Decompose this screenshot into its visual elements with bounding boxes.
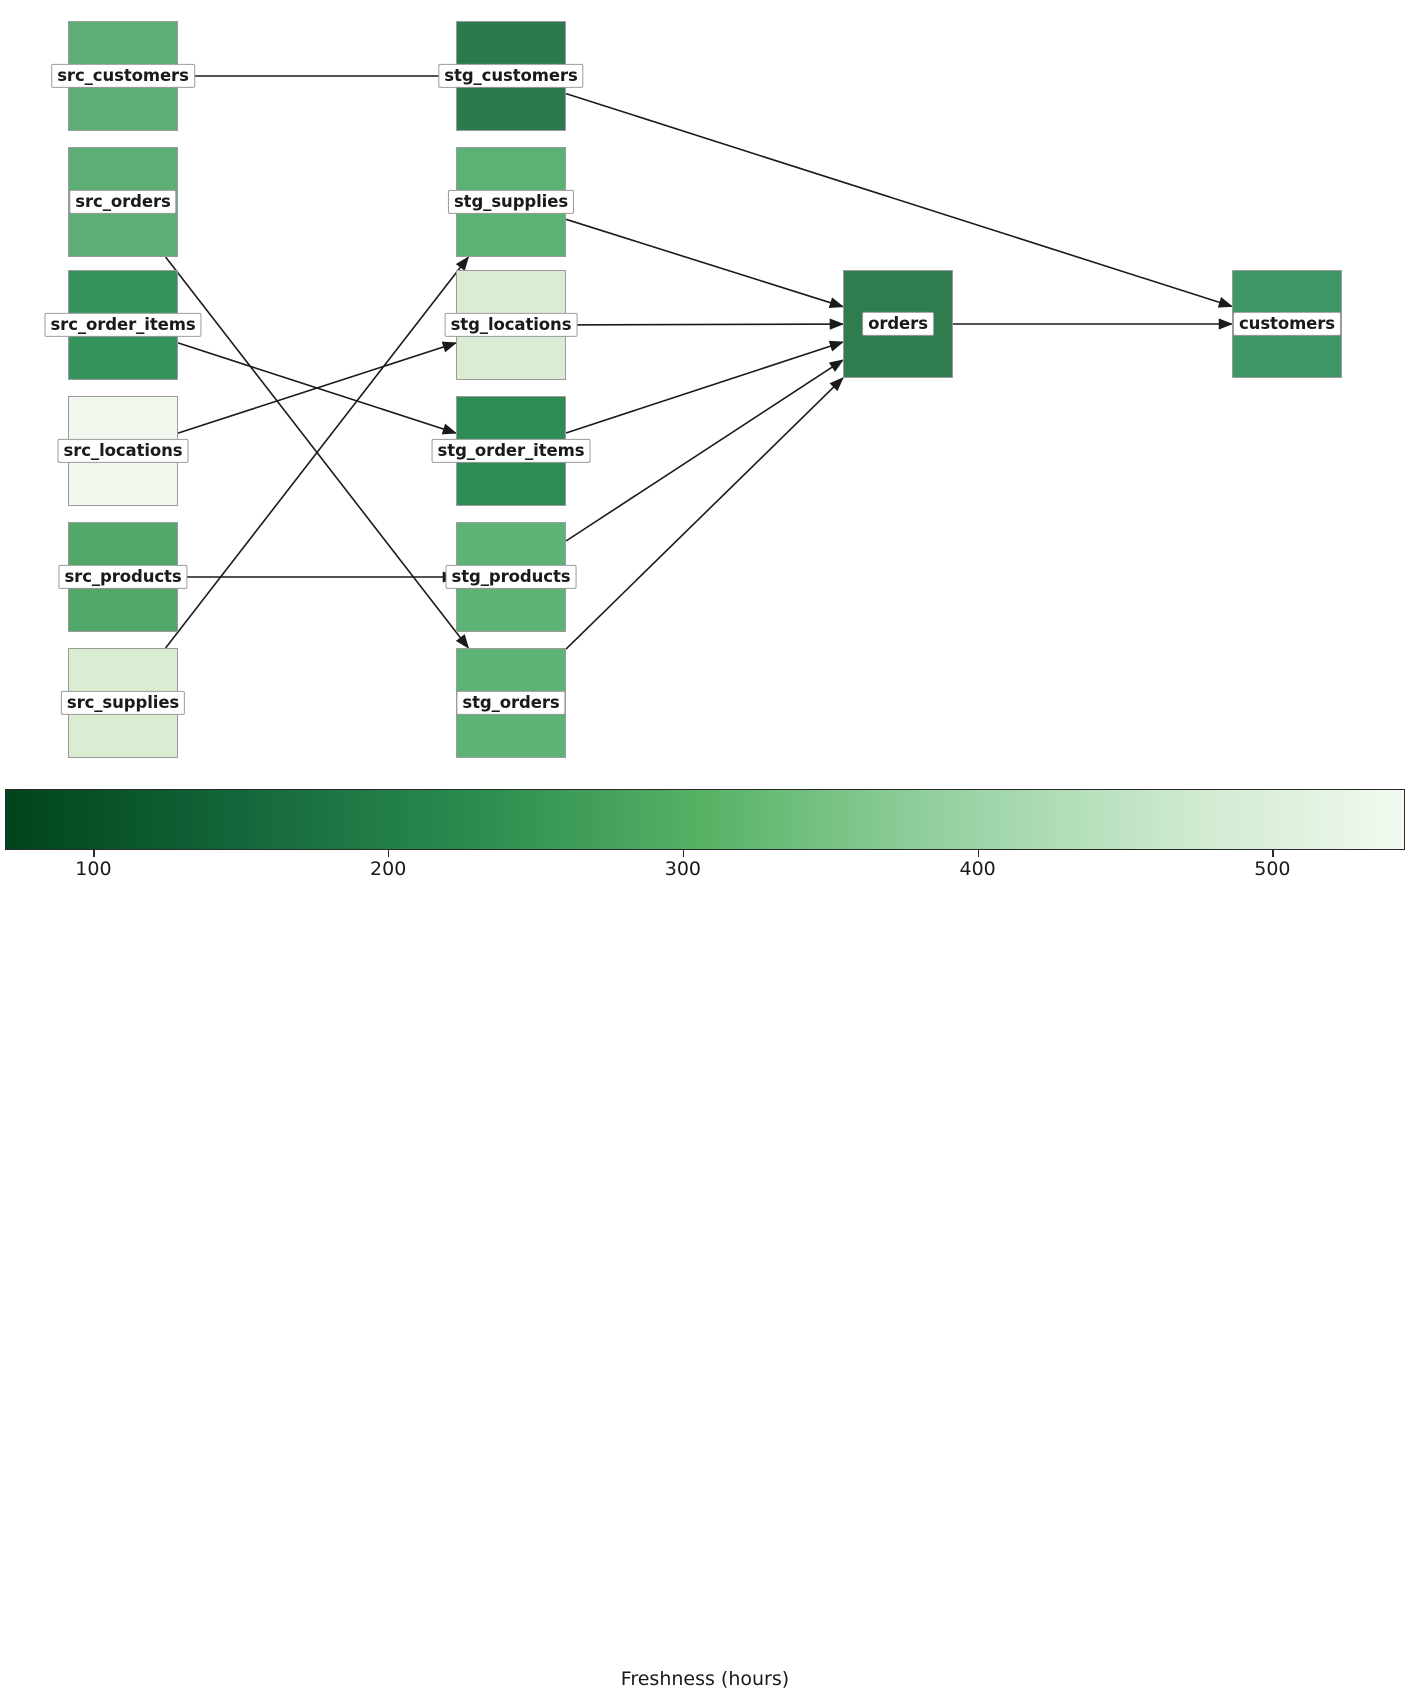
colorbar-tickmark (1272, 850, 1274, 857)
edge-stg_products-to-orders (565, 359, 844, 542)
colorbar-tickmark (977, 850, 979, 857)
colorbar-ticklabel: 200 (370, 858, 407, 880)
colorbar-tickmark (682, 850, 685, 857)
node-label-orders: orders (862, 311, 934, 337)
colorbar-ticklabel: 500 (1254, 858, 1291, 880)
node-label-src_customers: src_customers (51, 63, 195, 89)
colorbar-tickmark (388, 850, 390, 857)
node-label-src_locations: src_locations (57, 438, 189, 464)
node-label-customers: customers (1232, 311, 1342, 337)
colorbar-title: Freshness (hours) (620, 1668, 790, 1690)
node-label-stg_order_items: stg_order_items (431, 438, 591, 464)
colorbar-ticklabel: 100 (75, 858, 112, 880)
edge-stg_locations-to-orders (565, 318, 845, 330)
node-label-stg_orders: stg_orders (456, 690, 566, 716)
node-label-stg_supplies: stg_supplies (447, 189, 575, 215)
colorbar-ticklabel: 300 (664, 858, 702, 880)
node-label-stg_products: stg_products (445, 564, 577, 590)
node-label-stg_customers: stg_customers (438, 63, 584, 89)
edge-src_locations-to-stg_locations (177, 341, 458, 434)
node-label-src_supplies: src_supplies (60, 690, 186, 716)
node-label-src_orders: src_orders (69, 189, 177, 215)
edge-stg_order_items-to-orders (565, 340, 845, 434)
colorbar-tickmark (93, 850, 95, 857)
node-label-src_order_items: src_order_items (44, 312, 202, 338)
edge-layer (164, 75, 1234, 650)
edge-stg_customers-to-customers (565, 92, 1234, 308)
edge-src_supplies-to-stg_supplies (164, 256, 470, 649)
node-label-stg_locations: stg_locations (444, 312, 578, 338)
colorbar-ticklabel: 400 (959, 858, 996, 880)
colorbar-ticks: 100 200 300 400 500 (0, 850, 1410, 890)
colorbar: 100 200 300 400 500 Freshness (hours) (0, 780, 1410, 1690)
edge-stg_supplies-to-orders (565, 218, 845, 309)
edge-stg_orders-to-orders (565, 377, 844, 650)
colorbar-gradient (5, 789, 1405, 850)
node-label-src_products: src_products (58, 564, 188, 590)
